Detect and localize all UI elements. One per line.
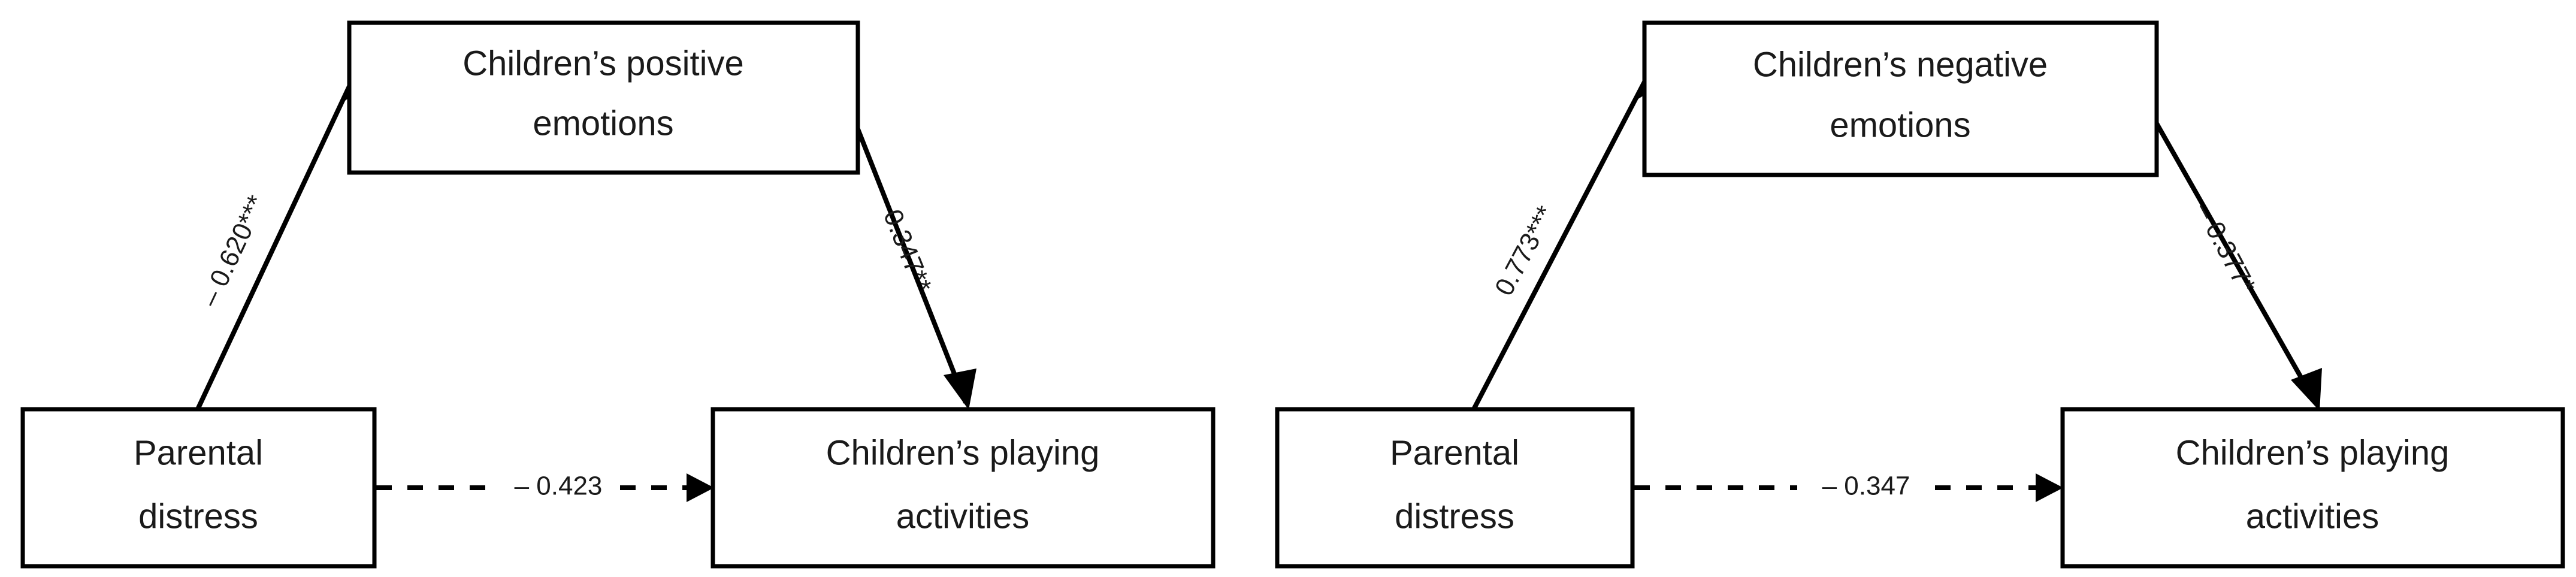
node-parental-distress-left-line1: Parental [134, 433, 263, 472]
path-c-left-label: – 0.423 [515, 472, 603, 501]
path-b-left-label: 0.347** [878, 206, 938, 297]
path-c-right-label: – 0.347 [1822, 472, 1910, 501]
path-b-right-label: – 0.377* [2189, 198, 2261, 298]
path-b-right-arrowhead [2291, 368, 2322, 411]
path-a-right-line [1471, 64, 1656, 410]
path-b-left-line [848, 110, 968, 404]
path-c-left: – 0.423 [376, 472, 714, 502]
node-children-playing-activities-left-line1: Children’s playing [826, 433, 1100, 472]
node-children-positive-emotions-line1: Children’s positive [462, 44, 744, 83]
node-children-negative-emotions-rect[interactable] [1642, 20, 2159, 177]
path-b-left: 0.347** [848, 110, 976, 410]
node-children-positive-emotions-rect[interactable] [347, 20, 860, 175]
path-a-right-label: 0.773*** [1489, 201, 1561, 301]
path-b-left-arrowhead [944, 368, 976, 410]
node-children-negative-emotions[interactable]: Children’s negative emotions [1642, 20, 2159, 177]
path-c-right: – 0.347 [1634, 472, 2063, 502]
panel-positive-emotions: – 0.620*** 0.347** – 0.423 Children’s po… [20, 20, 1216, 569]
node-children-negative-emotions-line2: emotions [1830, 105, 1970, 144]
path-a-left-line [195, 64, 362, 410]
node-parental-distress-right-line1: Parental [1390, 433, 1519, 472]
path-c-left-arrowhead [687, 473, 714, 502]
node-children-playing-activities-right-rect[interactable] [2060, 407, 2565, 569]
node-parental-distress-right-rect[interactable] [1275, 407, 1635, 569]
node-children-playing-activities-left[interactable]: Children’s playing activities [710, 407, 1216, 569]
node-parental-distress-right-line2: distress [1395, 497, 1514, 536]
node-children-playing-activities-right-line1: Children’s playing [2176, 433, 2450, 472]
node-children-positive-emotions-line2: emotions [533, 104, 673, 143]
path-a-left-label: – 0.620*** [195, 191, 271, 311]
path-b-right: – 0.377* [2147, 110, 2322, 411]
node-children-playing-activities-right-line2: activities [2246, 497, 2379, 536]
node-children-playing-activities-right[interactable]: Children’s playing activities [2060, 407, 2565, 569]
node-parental-distress-left-rect[interactable] [20, 407, 377, 569]
node-parental-distress-right[interactable]: Parental distress [1275, 407, 1635, 569]
path-b-right-line [2147, 110, 2318, 404]
node-children-playing-activities-left-rect[interactable] [710, 407, 1216, 569]
node-parental-distress-left[interactable]: Parental distress [20, 407, 377, 569]
node-parental-distress-left-line2: distress [138, 497, 258, 536]
panel-negative-emotions: 0.773*** – 0.377* – 0.347 Children’s neg… [1275, 20, 2565, 569]
node-children-positive-emotions[interactable]: Children’s positive emotions [347, 20, 860, 175]
node-children-playing-activities-left-line2: activities [896, 497, 1029, 536]
path-a-right: 0.773*** [1471, 56, 1670, 410]
path-c-right-arrowhead [2036, 473, 2063, 502]
node-children-negative-emotions-line1: Children’s negative [1753, 45, 2048, 84]
